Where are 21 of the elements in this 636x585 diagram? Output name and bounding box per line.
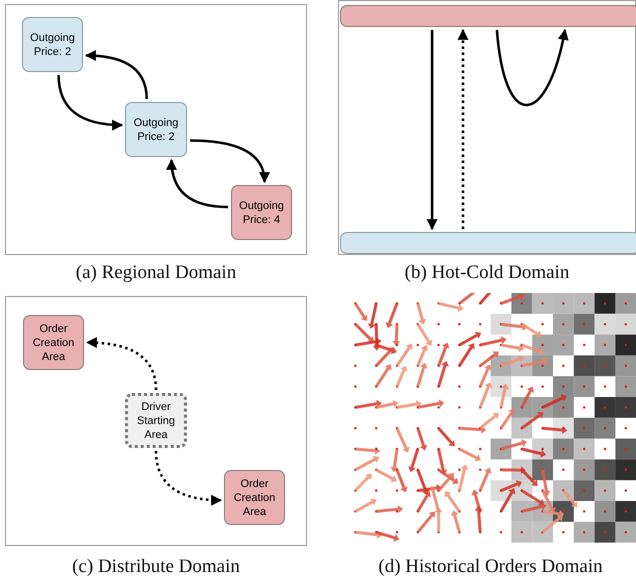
arrow — [426, 30, 438, 230]
arrow — [86, 337, 158, 390]
process-box: Outgoing Price: 2 — [125, 102, 187, 157]
panel-caption: (c) Distribute Domain — [72, 556, 240, 578]
process-box: Driver Starting Area — [125, 393, 187, 448]
arrow — [190, 139, 270, 184]
arrow — [496, 28, 568, 106]
process-box: Order Creation Area — [224, 470, 285, 525]
arrow — [166, 158, 228, 208]
arrow — [84, 50, 148, 100]
process-box: Order Creation Area — [23, 315, 84, 370]
panel-caption: (b) Hot-Cold Domain — [404, 262, 570, 284]
panel-caption: (d) Historical Orders Domain — [378, 556, 603, 578]
bar-shape — [340, 5, 636, 27]
panel-caption: (a) Regional Domain — [76, 262, 236, 284]
process-box: Outgoing Price: 2 — [22, 17, 83, 72]
arrow — [57, 74, 124, 130]
arrow — [154, 450, 222, 506]
arrow — [458, 28, 468, 229]
process-box: Outgoing Price: 4 — [231, 185, 292, 240]
bar-shape — [340, 232, 636, 254]
